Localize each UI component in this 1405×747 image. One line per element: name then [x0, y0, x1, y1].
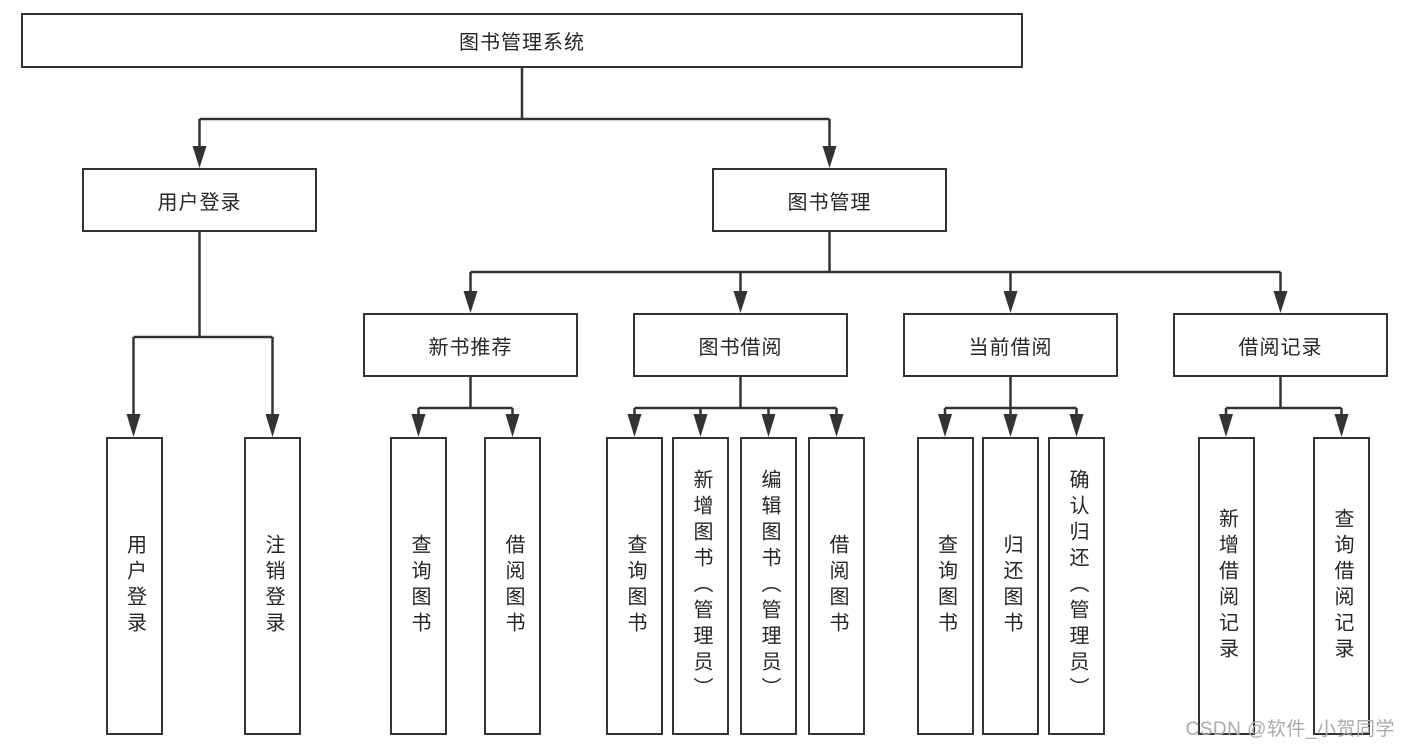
leaf-user-login: 用户登录 — [105, 437, 163, 735]
arrowheads — [126, 146, 1349, 437]
node-user-login: 用户登录 — [82, 168, 317, 232]
leaf-current-query-books: 查询图书 — [916, 437, 974, 735]
connector-root-to-level2 — [198, 68, 831, 148]
leaf-borrow-query-books: 查询图书 — [606, 437, 663, 735]
node-current-borrowing: 当前借阅 — [903, 313, 1118, 377]
connector-new-book-to-children — [417, 377, 514, 418]
leaf-borrow-add-books-admin: 新增图书（管理员） — [672, 437, 729, 735]
node-book-borrowing: 图书借阅 — [633, 313, 848, 377]
leaf-newbook-borrow-books: 借阅图书 — [484, 437, 541, 735]
connector-book-borrow-to-children — [633, 377, 838, 418]
leaf-current-confirm-return-admin: 确认归还（管理员） — [1048, 437, 1105, 735]
node-book-management: 图书管理 — [712, 168, 947, 232]
connector-user-login-to-children — [132, 232, 274, 417]
leaf-current-return-books: 归还图书 — [982, 437, 1039, 735]
connector-book-management-to-level3 — [469, 232, 1282, 293]
leaf-borrow-edit-books-admin: 编辑图书（管理员） — [740, 437, 797, 735]
csdn-watermark: CSDN @软件_小贺同学 — [1185, 719, 1395, 740]
connector-current-borrow-to-children — [943, 377, 1078, 418]
connector-borrow-record-to-children — [1224, 377, 1343, 418]
node-new-book-recommend: 新书推荐 — [363, 313, 578, 377]
node-library-system: 图书管理系统 — [21, 13, 1023, 68]
leaf-logout: 注销登录 — [244, 437, 301, 735]
node-borrowing-records: 借阅记录 — [1173, 313, 1388, 377]
leaf-newbook-query-books: 查询图书 — [390, 437, 447, 735]
leaf-borrow-borrow-books: 借阅图书 — [808, 437, 865, 735]
leaf-record-query-borrow-record: 查询借阅记录 — [1313, 437, 1370, 735]
leaf-record-add-borrow-record: 新增借阅记录 — [1197, 437, 1255, 735]
